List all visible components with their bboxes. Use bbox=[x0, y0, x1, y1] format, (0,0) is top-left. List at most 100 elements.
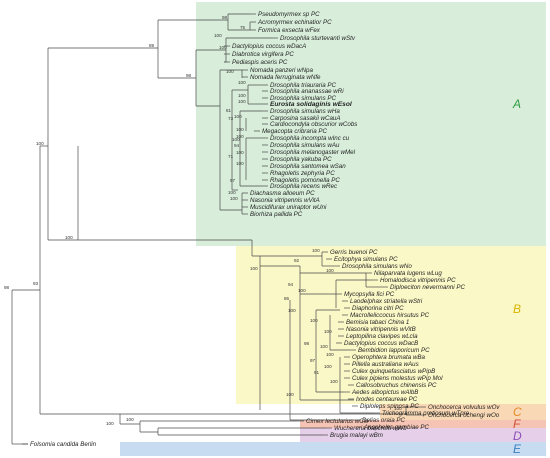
bootstrap-value: 100 bbox=[238, 93, 246, 98]
taxon-label: Operophtera brumata wBa bbox=[352, 354, 425, 361]
taxon-label: Nilaparvata lugens wLug bbox=[374, 270, 442, 277]
bootstrap-value: 100 bbox=[236, 127, 244, 132]
clade-label-f: F bbox=[513, 417, 521, 431]
bootstrap-value: 94 bbox=[234, 143, 240, 148]
bootstrap-value: 98 bbox=[304, 341, 310, 346]
taxon-label: Drosophila triauraria PC bbox=[270, 82, 337, 89]
taxon-label: Drosophila yakuba PC bbox=[270, 156, 332, 163]
clade-label-a: A bbox=[512, 97, 521, 111]
taxon-label: Anopheles gambiae PC bbox=[363, 424, 430, 431]
bootstrap-values: 9893100891001001001009875100981001001001… bbox=[4, 15, 402, 426]
taxon-label: Rhagoletis zephyria PC bbox=[270, 170, 335, 177]
bootstrap-value: 100 bbox=[394, 406, 402, 411]
taxon-label: Pediaspis aceris PC bbox=[232, 59, 288, 66]
taxon-label: Drosophila simulans wHa bbox=[270, 108, 340, 115]
taxon-label: Megacopta cribraria PC bbox=[262, 128, 328, 135]
taxon-label: Laodelphax striatella wStri bbox=[350, 298, 423, 305]
branches bbox=[11, 13, 426, 445]
taxon-label: Leptopilina clavipes wLcla bbox=[346, 333, 418, 340]
taxon-label: Nomada panzeri wNpa bbox=[250, 67, 313, 74]
bootstrap-value: 100 bbox=[238, 99, 246, 104]
bootstrap-value: 100 bbox=[250, 266, 258, 271]
taxon-label: Brugia malayi wBm bbox=[330, 432, 383, 439]
taxon-label: Nasonia vitripennis wVitB bbox=[346, 326, 416, 333]
taxon-label: Trichogramma pretiosum wTpre bbox=[382, 410, 470, 417]
clade-bands bbox=[120, 2, 546, 456]
bootstrap-value: 81 bbox=[226, 108, 232, 113]
taxon-label: Formica exsecta wFex bbox=[258, 27, 321, 34]
bootstrap-value: 100 bbox=[126, 417, 134, 422]
taxon-label: Diaphorina citri PC bbox=[352, 305, 404, 312]
bootstrap-value: 100 bbox=[234, 114, 242, 119]
bootstrap-value: 98 bbox=[4, 285, 10, 290]
bootstrap-value: 94 bbox=[288, 282, 294, 287]
bootstrap-value: 100 bbox=[214, 33, 222, 38]
bootstrap-value: 100 bbox=[228, 190, 236, 195]
bootstrap-value: 92 bbox=[294, 258, 300, 263]
taxon-label: Macrolleliccocus hirsutus PC bbox=[350, 312, 430, 319]
bootstrap-value: 100 bbox=[330, 379, 338, 384]
bootstrap-value: 100 bbox=[288, 308, 296, 313]
clade-band-e bbox=[120, 442, 546, 456]
bootstrap-value: 100 bbox=[286, 392, 294, 397]
taxon-label: Nomada ferruginata wNfe bbox=[250, 74, 321, 81]
taxon-label: Drosophila melanogaster wMel bbox=[270, 149, 356, 156]
taxon-label: Delias oraia PC bbox=[362, 417, 406, 424]
taxon-label: Folsomia candida Berlin bbox=[30, 441, 97, 448]
taxon-label: Drosophila simulans wNo bbox=[342, 263, 412, 270]
taxon-label: Drosophila santomea wSan bbox=[270, 163, 346, 170]
bootstrap-value: 71 bbox=[228, 154, 234, 159]
clade-band-d bbox=[300, 428, 546, 442]
clade-label-b: B bbox=[513, 302, 521, 316]
taxon-label: Drosophila sturtevanti wStv bbox=[280, 35, 356, 42]
clade-label-c: C bbox=[513, 405, 522, 419]
bootstrap-value: 91 bbox=[314, 370, 320, 375]
taxon-label: Drosophila incompta wInc cu bbox=[270, 135, 350, 142]
taxon-label: Rhagoletis pomonella PC bbox=[270, 177, 340, 184]
bootstrap-value: 100 bbox=[219, 45, 227, 50]
bootstrap-value: 75 bbox=[240, 25, 246, 30]
taxon-label: Eurosta solidaginis wEsol bbox=[270, 101, 352, 108]
bootstrap-value: 100 bbox=[324, 364, 332, 369]
bootstrap-value: 100 bbox=[236, 134, 244, 139]
bootstrap-value: 100 bbox=[320, 344, 328, 349]
taxon-label: Drosophila simulans PC bbox=[270, 95, 337, 102]
taxon-label: Biorhiza pallida PC bbox=[250, 211, 303, 218]
bootstrap-value: 89 bbox=[149, 43, 155, 48]
bootstrap-value: 100 bbox=[324, 329, 332, 334]
taxon-label: Ixodes centaureae PC bbox=[356, 396, 418, 403]
taxon-label: Culex pipiens molestus wPip Mol bbox=[352, 375, 443, 382]
bootstrap-value: 100 bbox=[326, 268, 334, 273]
bootstrap-value: 100 bbox=[326, 352, 334, 357]
taxon-label: Pillella australiana wAus bbox=[352, 361, 419, 368]
taxon-label: Onchocerca volvulus wOv bbox=[428, 404, 500, 411]
taxon-label: Cimex lectularius wCle bbox=[306, 418, 369, 425]
taxon-label: Muscidifurax uniraptor wUni bbox=[250, 204, 327, 211]
bootstrap-value: 97 bbox=[310, 358, 316, 363]
bootstrap-value: 100 bbox=[310, 318, 318, 323]
bootstrap-value: 100 bbox=[238, 80, 246, 85]
taxon-label: Gerris buenoi PC bbox=[330, 249, 378, 256]
clade-label-e: E bbox=[513, 442, 522, 456]
clade-band-a bbox=[196, 2, 546, 246]
taxon-label: Callosobruchus chinensis PC bbox=[356, 382, 437, 389]
taxon-label: Mycopsylla fici PC bbox=[344, 291, 395, 298]
taxon-label: Pseudomyrmex sp PC bbox=[258, 11, 320, 18]
taxon-label: Bembidion lapporicum PC bbox=[358, 347, 430, 354]
taxon-label: Ecitophya simulans PC bbox=[334, 256, 398, 263]
taxon-label: Acromyrmex echinatior PC bbox=[257, 19, 332, 26]
taxon-label: Bemisia tabaci China 1 bbox=[346, 319, 409, 326]
taxon-label: Drosophila recens wRec bbox=[270, 183, 338, 190]
clade-band-c bbox=[380, 404, 546, 420]
bootstrap-value: 98 bbox=[222, 15, 228, 20]
taxon-label: Onchocerca ochengi wOo bbox=[428, 412, 500, 419]
taxon-label: Diachasma alloeum PC bbox=[250, 190, 315, 197]
taxon-label: Drosophila simulans wAu bbox=[270, 142, 340, 149]
bootstrap-value: 97 bbox=[230, 178, 236, 183]
bootstrap-value: 98 bbox=[186, 73, 192, 78]
taxon-label: Cardiocondyla obscurior wCobs bbox=[270, 121, 357, 128]
taxon-label: Dactylopius coccus wDacB bbox=[344, 340, 418, 347]
